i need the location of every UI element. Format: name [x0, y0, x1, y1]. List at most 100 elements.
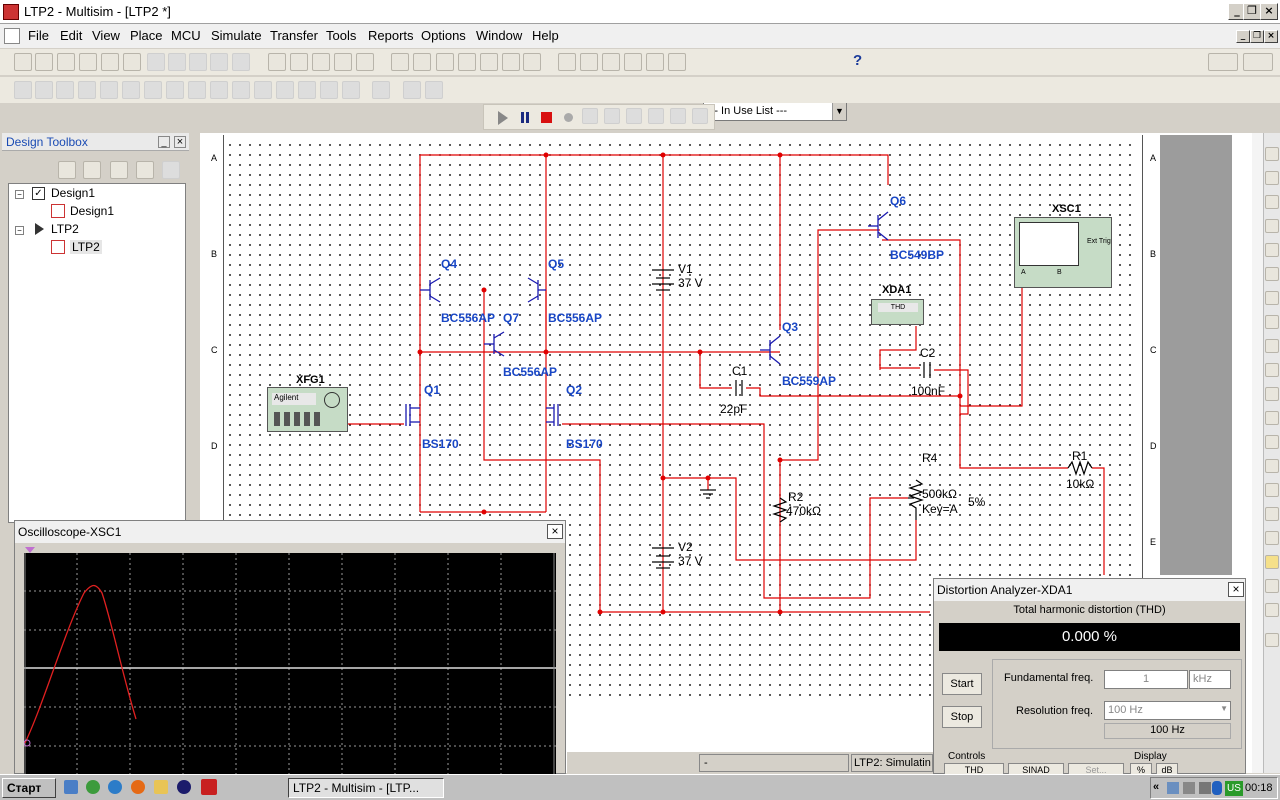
- bus-icon[interactable]: [403, 81, 421, 99]
- redo-icon[interactable]: [232, 53, 250, 71]
- zoom-out-icon[interactable]: [312, 53, 330, 71]
- diode-icon[interactable]: [56, 81, 74, 99]
- toolbox-pin-icon[interactable]: _: [158, 136, 170, 148]
- tray-expand-icon[interactable]: «: [1153, 781, 1160, 793]
- mixed-icon[interactable]: [188, 81, 206, 99]
- taskbar-multisim-item[interactable]: LTP2 - Multisim - [LTP...: [288, 778, 444, 798]
- network-icon[interactable]: [1167, 782, 1179, 794]
- save-icon[interactable]: [79, 53, 97, 71]
- measurement-probe-icon[interactable]: [1265, 555, 1279, 569]
- spectrum-analyzer-icon[interactable]: [1265, 435, 1279, 449]
- delete-design-icon[interactable]: [162, 161, 180, 179]
- breadboard-icon[interactable]: [558, 53, 576, 71]
- menu-tools[interactable]: Tools: [326, 28, 357, 43]
- print-preview-icon[interactable]: [123, 53, 141, 71]
- region-select-icon[interactable]: [602, 53, 620, 71]
- menu-edit[interactable]: Edit: [60, 28, 83, 43]
- clock[interactable]: 00:18: [1245, 782, 1273, 794]
- indicator-icon[interactable]: [210, 81, 228, 99]
- frequency-counter-icon[interactable]: [1265, 291, 1279, 305]
- hierarchical-block-icon[interactable]: [372, 81, 390, 99]
- word-generator-icon[interactable]: [1265, 315, 1279, 329]
- paste-icon[interactable]: [189, 53, 207, 71]
- full-screen-icon[interactable]: [268, 53, 286, 71]
- function-generator-icon[interactable]: [1265, 171, 1279, 185]
- probe-tool-icon[interactable]: [1265, 633, 1279, 647]
- zoom-area-icon[interactable]: [334, 53, 352, 71]
- power-icon[interactable]: [1199, 782, 1211, 794]
- language-indicator[interactable]: US: [1225, 781, 1243, 796]
- power-component-icon[interactable]: [232, 81, 250, 99]
- menu-simulate[interactable]: Simulate: [211, 28, 262, 43]
- misc-icon[interactable]: [254, 81, 272, 99]
- menu-options[interactable]: Options: [421, 28, 466, 43]
- folder-quick-launch-icon[interactable]: [154, 780, 168, 794]
- tree-item-design1[interactable]: Design1: [51, 186, 96, 200]
- run-icon[interactable]: [498, 111, 508, 125]
- cmos-icon[interactable]: [144, 81, 162, 99]
- start-button[interactable]: Start: [942, 673, 982, 695]
- close-button[interactable]: ×: [1260, 3, 1278, 20]
- step-into-icon[interactable]: [582, 108, 598, 124]
- network-analyzer-icon[interactable]: [1265, 459, 1279, 473]
- agilent-multimeter-icon[interactable]: [1265, 507, 1279, 521]
- percent-button[interactable]: %: [1130, 763, 1152, 775]
- transfer-to-layout-icon[interactable]: [668, 53, 686, 71]
- menu-mcu[interactable]: MCU: [171, 28, 201, 43]
- fundamental-freq-unit[interactable]: kHz: [1189, 670, 1231, 689]
- close-design-icon[interactable]: [136, 161, 154, 179]
- chrome-quick-launch-icon[interactable]: [86, 780, 100, 794]
- menu-transfer[interactable]: Transfer: [270, 28, 318, 43]
- chevron-down-icon[interactable]: ▼: [1220, 704, 1228, 713]
- help-icon[interactable]: ?: [853, 52, 863, 69]
- backannotate-icon[interactable]: [646, 53, 664, 71]
- save-design-icon[interactable]: [110, 161, 128, 179]
- simulation-switch-icon[interactable]: [1208, 53, 1238, 71]
- menu-file[interactable]: File: [28, 28, 49, 43]
- spreadsheet-view-icon[interactable]: [413, 53, 431, 71]
- multisim-app-icon[interactable]: [3, 4, 19, 20]
- mdi-minimize-button[interactable]: _: [1236, 30, 1250, 43]
- fundamental-freq-input[interactable]: 1: [1104, 670, 1188, 689]
- stop-button[interactable]: Stop: [942, 706, 982, 728]
- distortion-analyzer-icon[interactable]: [1265, 411, 1279, 425]
- toolbox-close-icon[interactable]: ×: [174, 136, 186, 148]
- menu-help[interactable]: Help: [532, 28, 559, 43]
- transfer-icon[interactable]: [624, 53, 642, 71]
- cut-icon[interactable]: [147, 53, 165, 71]
- browser-quick-launch-icon[interactable]: [108, 780, 122, 794]
- labview-icon[interactable]: [1265, 531, 1279, 545]
- oscilloscope-xsc1[interactable]: Ext Trig A B: [1014, 217, 1112, 288]
- vertical-scrollbar[interactable]: [1252, 133, 1264, 773]
- new-design-icon[interactable]: [58, 161, 76, 179]
- new-file-icon[interactable]: [14, 53, 32, 71]
- four-channel-scope-icon[interactable]: [1265, 243, 1279, 257]
- transistor-icon[interactable]: [78, 81, 96, 99]
- advanced-peripherals-icon[interactable]: [276, 81, 294, 99]
- explorer-quick-launch-icon[interactable]: [64, 780, 78, 794]
- agilent-generator-icon[interactable]: [1265, 483, 1279, 497]
- misc-digital-icon[interactable]: [166, 81, 184, 99]
- copy-icon[interactable]: [168, 53, 186, 71]
- pause-switch-icon[interactable]: [1243, 53, 1273, 71]
- tektronix-scope-icon[interactable]: [1265, 603, 1279, 617]
- ttl-icon[interactable]: [122, 81, 140, 99]
- rf-icon[interactable]: [298, 81, 316, 99]
- hand-icon[interactable]: [670, 108, 686, 124]
- menu-reports[interactable]: Reports: [368, 28, 414, 43]
- media-quick-launch-icon[interactable]: [177, 780, 191, 794]
- zoom-fit-icon[interactable]: [356, 53, 374, 71]
- step-out-icon[interactable]: [626, 108, 642, 124]
- menu-place[interactable]: Place: [130, 28, 163, 43]
- pause-icon[interactable]: [521, 112, 524, 123]
- grapher-icon[interactable]: [523, 53, 541, 71]
- start-button[interactable]: Старт: [2, 778, 56, 798]
- iv-analyzer-icon[interactable]: [1265, 387, 1279, 401]
- open-design-icon[interactable]: [83, 161, 101, 179]
- component-wizard-icon[interactable]: [480, 53, 498, 71]
- logic-converter-icon[interactable]: [1265, 363, 1279, 377]
- menu-window[interactable]: Window: [476, 28, 523, 43]
- current-probe-icon[interactable]: [1265, 579, 1279, 593]
- postprocessor-icon[interactable]: [502, 53, 520, 71]
- wattmeter-icon[interactable]: [1265, 195, 1279, 209]
